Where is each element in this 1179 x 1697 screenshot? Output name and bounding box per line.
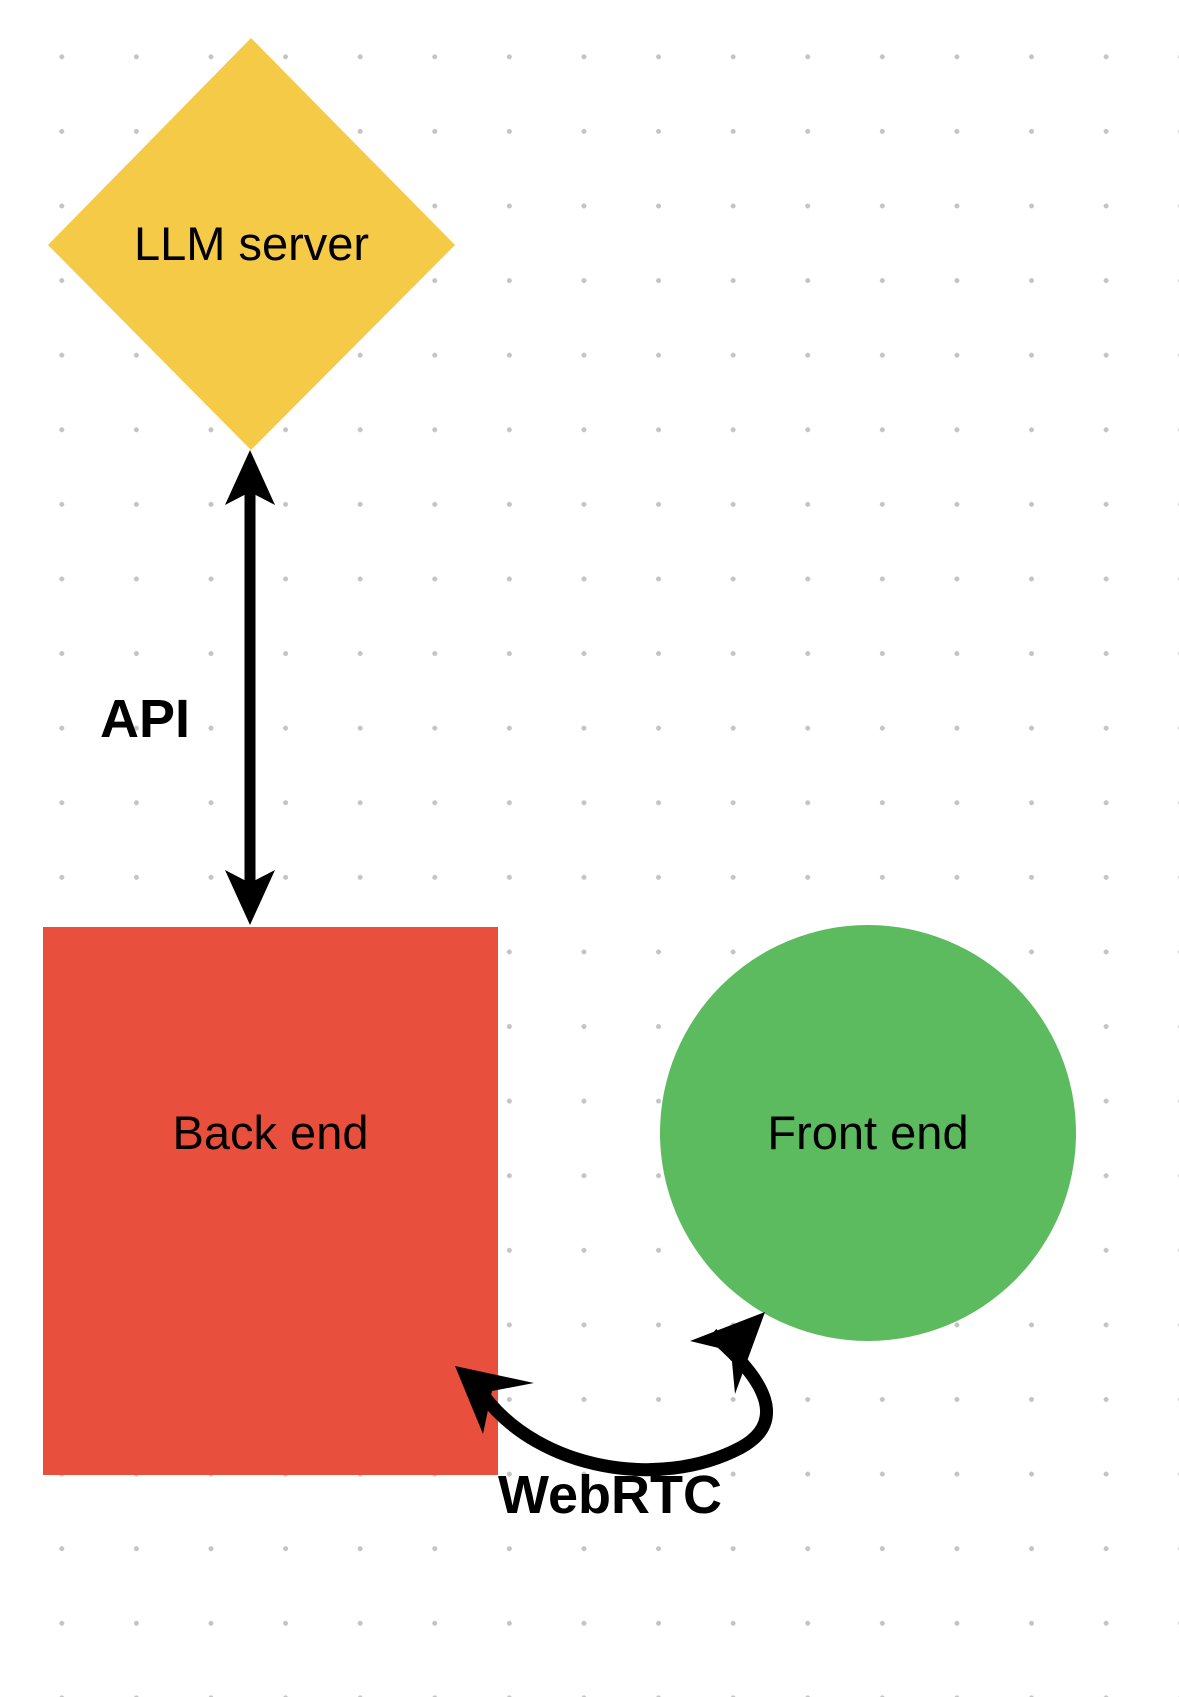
node-back-end-square[interactable] bbox=[43, 927, 498, 1475]
node-front-end-circle[interactable] bbox=[660, 925, 1076, 1341]
webrtc-arrowhead-left-icon bbox=[455, 1366, 534, 1434]
node-llm-server-diamond[interactable] bbox=[48, 38, 455, 450]
webrtc-arrowhead-right-icon bbox=[690, 1312, 765, 1394]
api-arrowhead-down-icon bbox=[225, 870, 275, 925]
webrtc-arrow-shaft bbox=[478, 1329, 773, 1477]
edge-webrtc-connector[interactable] bbox=[455, 1312, 773, 1477]
edge-api-connector[interactable] bbox=[225, 450, 275, 925]
api-arrowhead-up-icon bbox=[225, 450, 275, 505]
